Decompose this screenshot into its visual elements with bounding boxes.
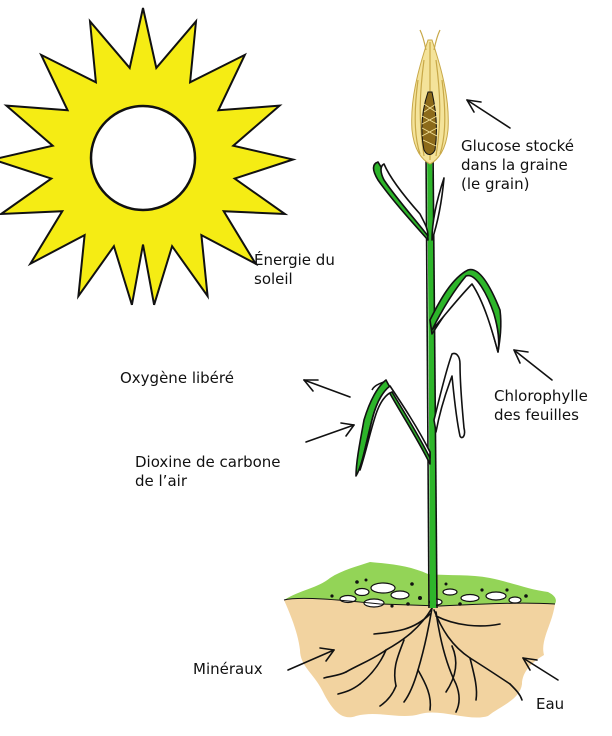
label-water: Eau [536, 695, 564, 714]
label-minerals: Minéraux [193, 660, 263, 679]
sun-core [91, 106, 195, 210]
label-energy-line-1: Énergie du [254, 251, 335, 270]
grain-head [412, 30, 449, 164]
label-minerals-line-1: Minéraux [193, 660, 263, 679]
arrow-water [523, 658, 558, 680]
sun [0, 8, 293, 305]
label-glucose-line-3: (le grain) [461, 175, 574, 194]
soil-body [284, 598, 555, 717]
label-chlorophyll-line-1: Chlorophylle [494, 387, 588, 406]
label-glucose-line-2: dans la graine [461, 156, 574, 175]
label-carbon-line-2: de l’air [135, 472, 281, 491]
arrow-oxygen [304, 380, 350, 397]
label-carbon: Dioxine de carbone de l’air [135, 453, 281, 491]
label-glucose: Glucose stocké dans la graine (le grain) [461, 137, 574, 194]
label-oxygen-line-1: Oxygène libéré [120, 369, 234, 388]
label-oxygen: Oxygène libéré [120, 369, 234, 388]
label-energy-line-2: soleil [254, 270, 335, 289]
arrow-carbon [306, 423, 354, 442]
label-water-line-1: Eau [536, 695, 564, 714]
label-chlorophyll-line-2: des feuilles [494, 406, 588, 425]
label-glucose-line-1: Glucose stocké [461, 137, 574, 156]
arrow-glucose [467, 100, 510, 128]
leaf-lower-right [434, 353, 465, 437]
label-energy: Énergie du soleil [254, 251, 335, 289]
label-chlorophyll: Chlorophylle des feuilles [494, 387, 588, 425]
label-carbon-line-1: Dioxine de carbone [135, 453, 281, 472]
soil [284, 562, 556, 718]
arrow-chlorophyll [514, 350, 552, 380]
